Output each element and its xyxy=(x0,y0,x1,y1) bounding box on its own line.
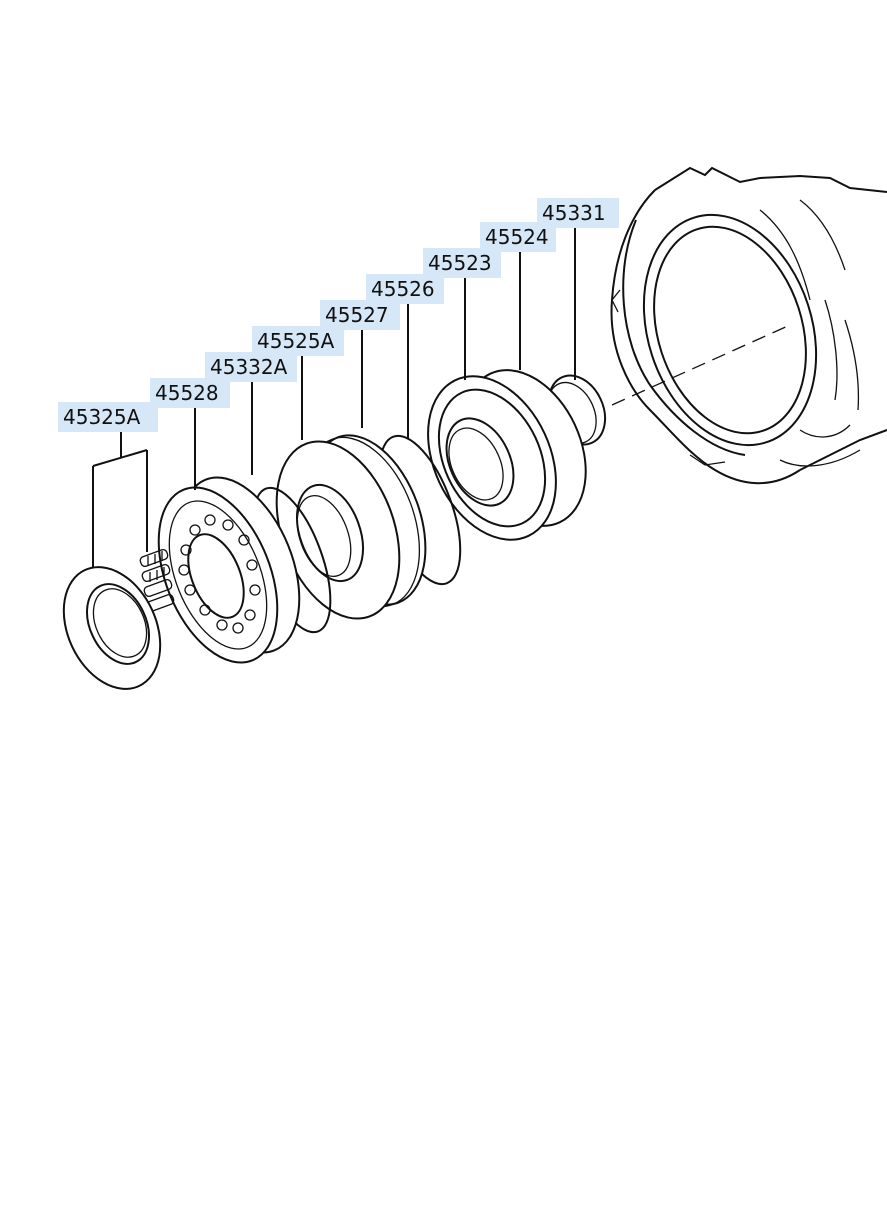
part-label-45525A[interactable]: 45525A xyxy=(252,326,344,356)
part-label-45524[interactable]: 45524 xyxy=(480,222,556,252)
clutch-drum-45525A xyxy=(275,434,427,620)
retainer-spring-holes xyxy=(178,514,261,634)
washer-45325A xyxy=(62,566,162,690)
leader-lines xyxy=(92,228,576,568)
transmission-housing xyxy=(610,166,887,485)
part-label-45528[interactable]: 45528 xyxy=(150,378,230,408)
part-label-45527[interactable]: 45527 xyxy=(320,300,400,330)
piston-assembly-45523 xyxy=(427,369,587,541)
part-label-45523[interactable]: 45523 xyxy=(423,248,501,278)
part-label-45526[interactable]: 45526 xyxy=(366,274,444,304)
part-label-45325A[interactable]: 45325A xyxy=(58,402,158,432)
part-label-45332A[interactable]: 45332A xyxy=(205,352,297,382)
spring-retainer-45528 xyxy=(157,476,301,664)
center-axis-line xyxy=(611,324,791,406)
